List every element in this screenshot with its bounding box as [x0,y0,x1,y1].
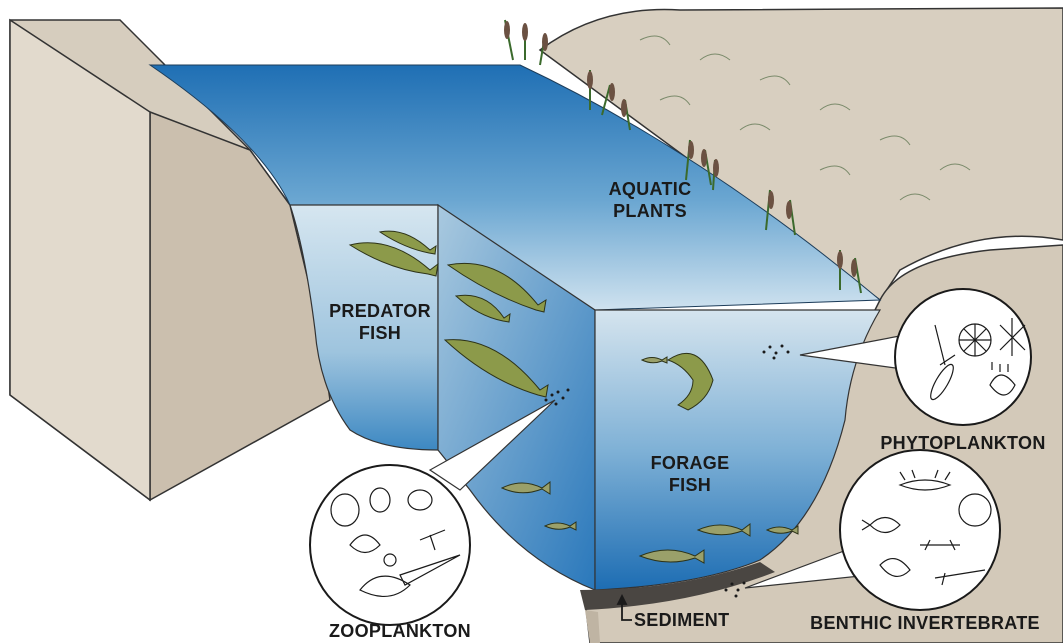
benthic-invertebrate-callout [840,450,1000,610]
phytoplankton-callout [895,289,1031,425]
forage-fish-label-line2: FISH [640,474,740,496]
sediment-label-text: SEDIMENT [634,609,744,631]
benthic-invertebrate-label: BENTHIC INVERTEBRATE [790,612,1060,634]
aquatic-plants-label-line2: PLANTS [600,200,700,222]
zooplankton-callout [310,465,470,625]
zooplankton-label-text: ZOOPLANKTON [320,620,480,642]
predator-fish-label-line1: PREDATOR [315,300,445,322]
aquatic-plants-label: AQUATIC PLANTS [600,178,700,222]
benthic-invertebrate-label-text: BENTHIC INVERTEBRATE [790,612,1060,634]
forage-fish-label-line1: FORAGE [640,452,740,474]
aquatic-plants-label-line1: AQUATIC [600,178,700,200]
predator-fish-label: PREDATOR FISH [315,300,445,344]
sediment-label: SEDIMENT [634,609,744,631]
phytoplankton-label: PHYTOPLANKTON [868,432,1058,454]
predator-fish-label-line2: FISH [315,322,445,344]
forage-fish-label: FORAGE FISH [640,452,740,496]
phytoplankton-label-text: PHYTOPLANKTON [868,432,1058,454]
zooplankton-label: ZOOPLANKTON [320,620,480,642]
